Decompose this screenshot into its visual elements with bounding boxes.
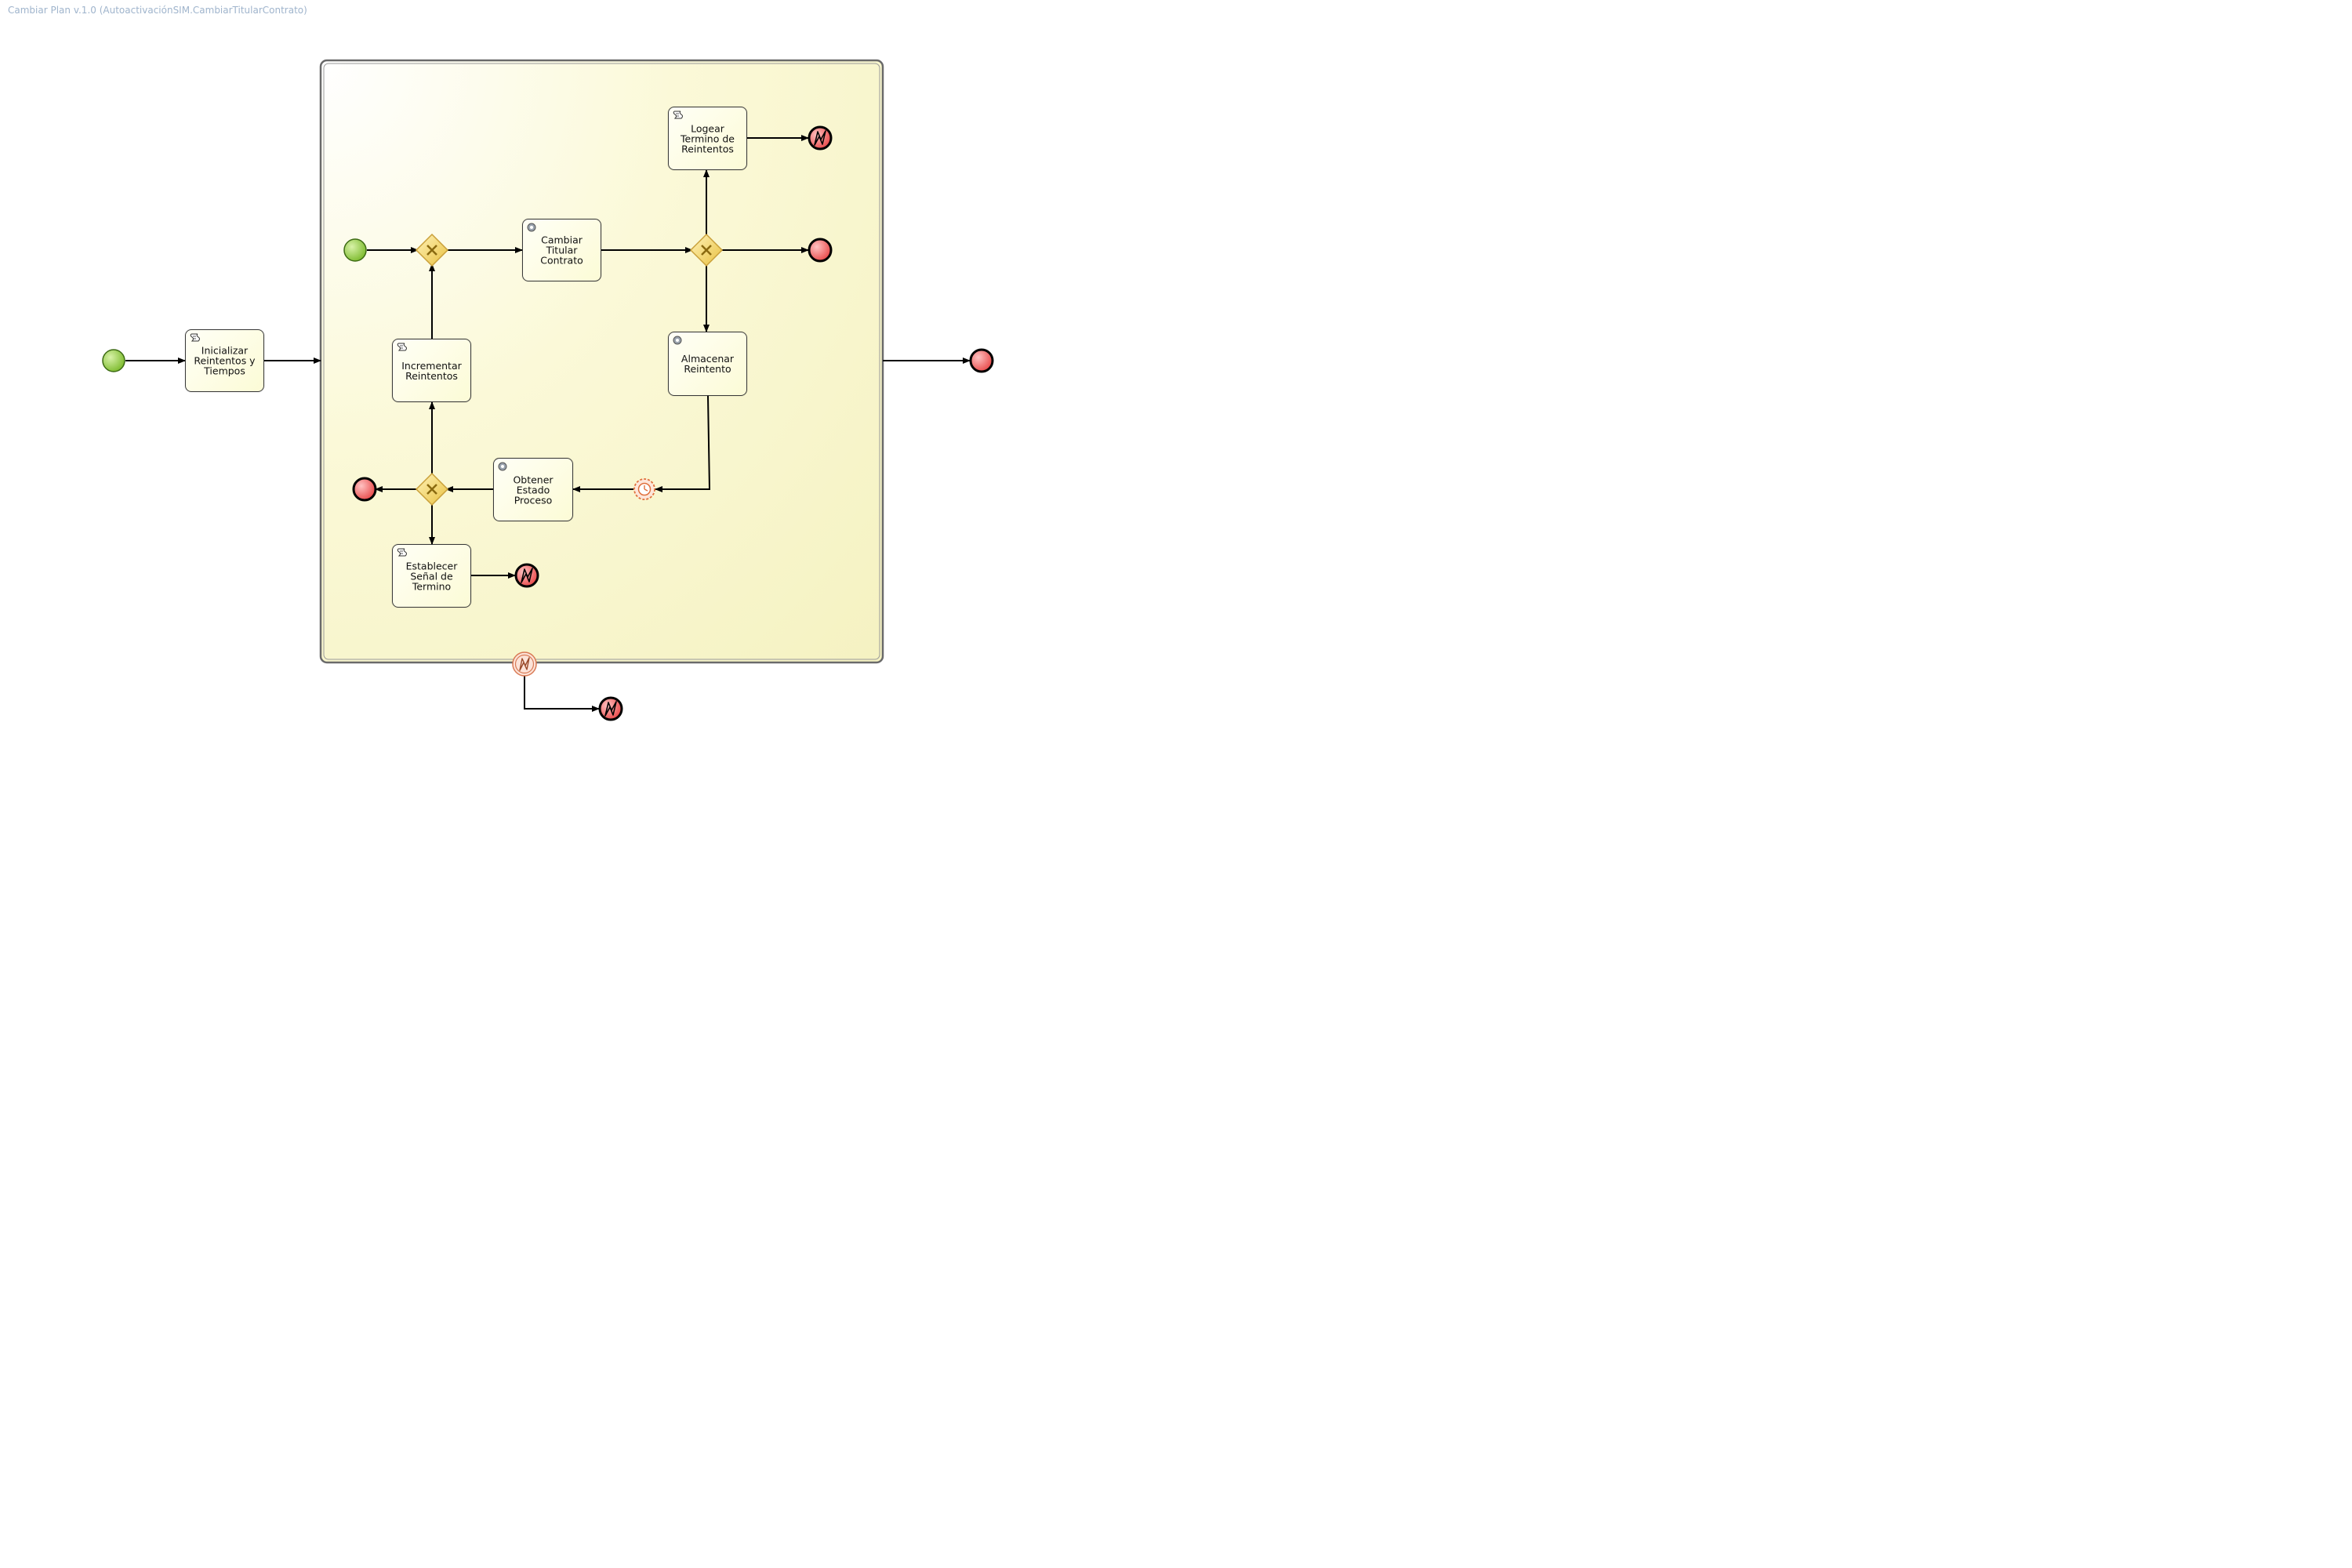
script-icon — [397, 548, 407, 557]
exclusive-gateway-top-left[interactable] — [415, 233, 449, 267]
inner-end-event-right[interactable] — [808, 238, 833, 263]
exclusive-gateway-top-right[interactable] — [689, 233, 724, 267]
error-end-event-boundary[interactable] — [598, 696, 623, 721]
service-icon — [498, 462, 507, 471]
inner-start-event[interactable] — [343, 238, 367, 262]
task-logear-termino-reintentos[interactable]: Logear Termino de Reintentos — [668, 107, 747, 170]
error-icon — [604, 701, 617, 717]
task-label: Cambiar Titular Contrato — [540, 234, 583, 267]
error-icon — [519, 657, 530, 671]
flow-boundary-to-errorend — [524, 676, 600, 712]
x-icon — [426, 245, 437, 256]
sequence-flows — [125, 135, 971, 712]
task-label: Logear Termino de Reintentos — [681, 122, 735, 154]
task-inicializar-reintentos[interactable]: Inicializar Reintentos y Tiempos — [185, 329, 264, 392]
x-icon — [426, 484, 437, 495]
timer-event[interactable] — [633, 478, 655, 500]
task-label: Inicializar Reintentos y Tiempos — [194, 344, 256, 377]
error-icon — [521, 568, 533, 583]
error-end-event-establecer[interactable] — [514, 563, 539, 588]
task-obtener-estado-proceso[interactable]: Obtener Estado Proceso — [493, 458, 573, 521]
task-establecer-senal-termino[interactable]: Establecer Señal de Termino — [392, 544, 471, 608]
end-event[interactable] — [969, 348, 994, 373]
exclusive-gateway-bottom-left[interactable] — [415, 472, 449, 506]
start-event[interactable] — [102, 349, 125, 372]
service-icon — [527, 223, 536, 232]
service-icon — [673, 336, 682, 345]
script-icon — [190, 333, 200, 342]
task-incrementar-reintentos[interactable]: Incrementar Reintentos — [392, 339, 471, 402]
error-end-event-logear[interactable] — [808, 125, 833, 151]
diagram-title: Cambiar Plan v.1.0 (AutoactivaciónSIM.Ca… — [8, 5, 307, 16]
script-icon — [397, 343, 407, 351]
task-label: Establecer Señal de Termino — [405, 560, 458, 592]
script-icon — [673, 111, 683, 119]
boundary-error-event[interactable] — [512, 652, 537, 677]
x-icon — [701, 245, 712, 256]
task-cambiar-titular-contrato[interactable]: Cambiar Titular Contrato — [522, 219, 601, 281]
task-label: Obtener Estado Proceso — [513, 474, 554, 506]
inner-end-event-left[interactable] — [352, 477, 377, 502]
task-almacenar-reintento[interactable]: Almacenar Reintento — [668, 332, 747, 396]
error-icon — [814, 130, 826, 146]
task-label: Almacenar Reintento — [681, 353, 735, 375]
task-label: Incrementar Reintentos — [401, 359, 462, 382]
flow-almacenar-to-timer — [655, 395, 711, 492]
subprocess-container[interactable] — [319, 59, 884, 664]
